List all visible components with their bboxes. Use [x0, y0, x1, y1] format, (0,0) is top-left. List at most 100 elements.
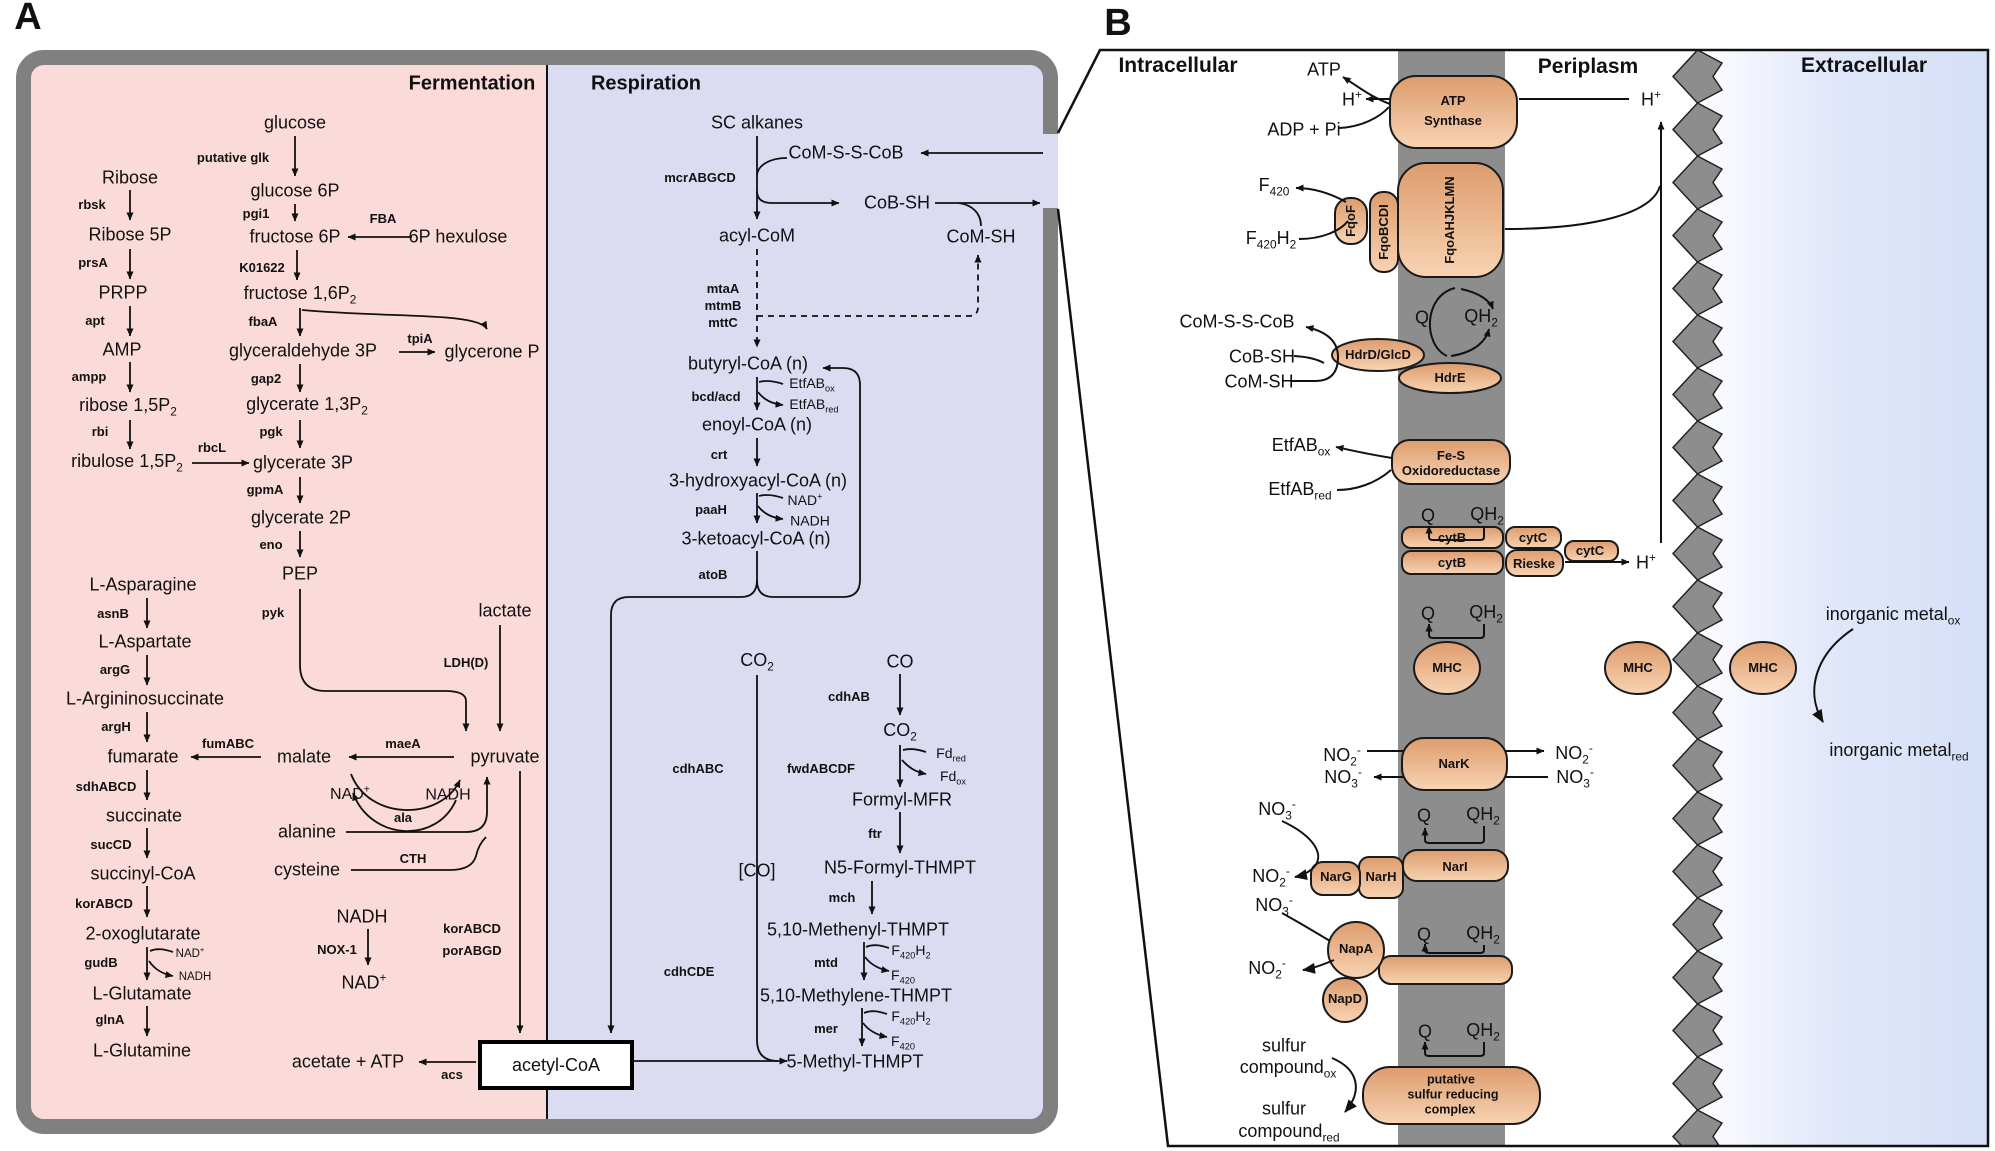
- label-prpp: PRPP: [98, 282, 148, 303]
- label-q-nark: Q: [1416, 805, 1432, 826]
- hexagon-wall-unit: [1671, 632, 1724, 687]
- label-inorganic-ox: inorganic metalox: [1825, 603, 1961, 628]
- label-l-glutamate: L-Glutamate: [92, 983, 192, 1004]
- label-cob-sh-b: CoB-SH: [1228, 346, 1296, 367]
- hexagon-wall-unit: [1671, 526, 1724, 581]
- label-mtmb: mtmB: [704, 298, 742, 314]
- label-q-mhc: Q: [1420, 603, 1436, 624]
- label-cdhab: cdhAB: [828, 689, 870, 705]
- napa-arm-shape: [1378, 955, 1513, 985]
- label-intracellular: Intracellular: [1118, 53, 1238, 77]
- label-fbaa: fbaA: [248, 314, 278, 330]
- label-fqof: FqoF: [1343, 205, 1359, 237]
- hexagon-wall-unit: [1671, 314, 1724, 369]
- label-argg: argG: [99, 662, 131, 678]
- label-glucose-6p: glucose 6P: [250, 180, 340, 201]
- label-gpma: gpmA: [246, 482, 284, 498]
- label-ampp: ampp: [71, 369, 107, 385]
- label-korabcd-left: korABCD: [75, 896, 133, 912]
- label-q-nap: Q: [1416, 924, 1432, 945]
- label-qh2-nap: QH2: [1466, 922, 1500, 947]
- label-mcrabgcd: mcrABGCD: [664, 170, 736, 186]
- label-etfab-red-b: EtfABred: [1268, 478, 1332, 503]
- label-fqobcdi: FqoBCDI: [1376, 204, 1392, 260]
- hexagon-wall-unit: [1671, 367, 1724, 422]
- label-cysteine: cysteine: [273, 859, 341, 880]
- label-cdhcde: cdhCDE: [663, 964, 715, 980]
- hexagon-wall-unit: [1671, 897, 1724, 952]
- label-no2-nap: NO2-: [1248, 955, 1286, 982]
- label-pyruvate: pyruvate: [470, 746, 540, 767]
- label-mhc-1: MHC: [1432, 660, 1462, 676]
- label-alanine: alanine: [277, 821, 337, 842]
- label-fructose-6p: fructose 6P: [249, 226, 341, 247]
- label-glycerone-p: glycerone P: [444, 341, 540, 362]
- label-amp: AMP: [102, 339, 142, 360]
- label-nad-malate: NAD+: [330, 783, 370, 803]
- label-methylene: 5,10-Methylene-THMPT: [759, 985, 953, 1006]
- label-maea: maeA: [385, 736, 421, 752]
- label-com-sh-a: CoM-SH: [946, 226, 1016, 247]
- label-nari: NarI: [1442, 859, 1468, 875]
- label-nox1: NOX-1: [317, 942, 357, 958]
- mhc3-shape: [1729, 641, 1797, 695]
- label-co2-b: CO2: [883, 719, 917, 744]
- label-fermentation: Fermentation: [408, 72, 536, 95]
- label-fd-ox: Fdox: [939, 767, 967, 787]
- label-no3-nap: NO3-: [1255, 892, 1293, 919]
- label-cytc-1: cytC: [1518, 530, 1548, 546]
- label-respiration: Respiration: [590, 72, 702, 95]
- label-f420h2-mtd: F420H2: [891, 941, 931, 961]
- label-no3-in: NO3-: [1324, 764, 1362, 791]
- label-qh2-mhc: QH2: [1469, 601, 1503, 626]
- label-ribulose-15p2: ribulose 1,5P2: [71, 450, 183, 475]
- label-qh2-fqo: QH2: [1464, 305, 1498, 330]
- fes-oxidoreductase-shape: [1391, 439, 1511, 485]
- label-cytc-2: cytC: [1575, 543, 1605, 559]
- label-hdrd-glcd: HdrD/GlcD: [1345, 347, 1411, 363]
- hexagon-wall-unit: [1671, 208, 1724, 263]
- label-com-sh-b: CoM-SH: [1224, 371, 1294, 392]
- label-succinate: succinate: [105, 805, 183, 826]
- label-formyl-mfr: Formyl-MFR: [852, 789, 952, 810]
- hexagon-wall-unit: [1671, 155, 1724, 210]
- hexagon-wall-unit: [1671, 473, 1724, 528]
- label-prsa: prsA: [78, 255, 108, 271]
- label-glycerate-3p: glycerate 3P: [252, 452, 354, 473]
- label-asnb: asnB: [97, 606, 129, 622]
- extracellular-gradient: [1690, 50, 1988, 1146]
- label-f420h2-mer: F420H2: [891, 1007, 931, 1027]
- label-napd: NapD: [1328, 991, 1362, 1007]
- hexagon-wall-unit: [1671, 950, 1724, 1005]
- label-q-cyt: Q: [1420, 505, 1436, 526]
- label-no2-nar: NO2-: [1252, 863, 1290, 890]
- label-putative-glk: putative glk: [196, 150, 270, 166]
- panel-a-divider: [546, 65, 548, 1127]
- label-sulfur-ox-2: compoundox: [1239, 1056, 1337, 1081]
- label-methyl-thmpt: 5-Methyl-THMPT: [786, 1051, 924, 1072]
- label-rbcl: rbcL: [197, 440, 227, 456]
- label-l-argininosuccinate: L-Argininosuccinate: [65, 688, 225, 709]
- label-fes-1: Fe-S: [1436, 448, 1466, 464]
- label-nark: NarK: [1438, 756, 1470, 772]
- label-cytb-2: cytB: [1437, 555, 1467, 571]
- label-mhc-2: MHC: [1623, 660, 1653, 676]
- label-h-in: H+: [1342, 87, 1362, 110]
- label-porabgd: porABGD: [442, 943, 502, 959]
- label-glycerate-13p2: glycerate 1,3P2: [246, 393, 368, 418]
- cytc1-shape: [1505, 526, 1562, 549]
- label-f420: F420: [1258, 174, 1290, 199]
- label-rbsk: rbsk: [78, 197, 106, 213]
- napd-shape: [1322, 977, 1368, 1023]
- label-nadh-nox: NADH: [336, 906, 388, 927]
- mhc1-shape: [1413, 641, 1481, 695]
- protein-shapes: [1310, 75, 1797, 1125]
- label-acetate-atp: acetate + ATP: [291, 1051, 405, 1072]
- label-h-rieske: H+: [1636, 550, 1656, 573]
- label-nad-nox: NAD+: [341, 970, 387, 993]
- label-f420h2: F420H2: [1245, 227, 1297, 252]
- label-glucose: glucose: [263, 112, 327, 133]
- label-qh2-src: QH2: [1466, 1019, 1500, 1044]
- label-sulfur-red-1: sulfur: [1261, 1098, 1307, 1119]
